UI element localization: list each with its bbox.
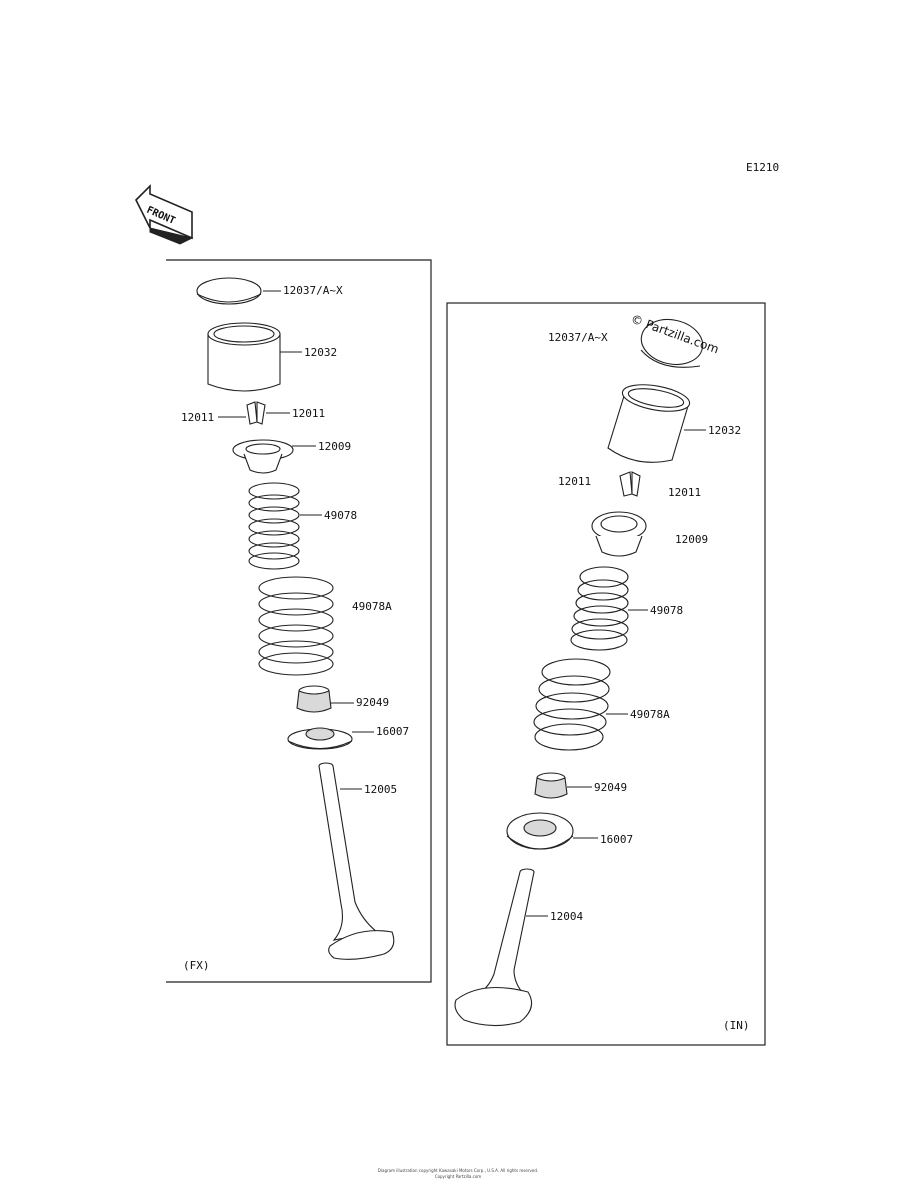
in-part-oil-seal-number: 92049	[594, 781, 627, 794]
in-part-valve-number: 12004	[550, 910, 583, 923]
in-intake-valve	[454, 868, 535, 1027]
diagram-code: E1210	[746, 161, 779, 174]
fx-valve-lifter	[207, 322, 281, 392]
in-valve-lifter	[607, 384, 691, 463]
fx-shim	[196, 277, 262, 305]
fx-oil-seal	[296, 685, 332, 713]
in-shim	[640, 318, 704, 368]
front-arrow-icon: FRONT	[135, 184, 194, 245]
fx-spring-seat	[287, 727, 353, 750]
in-part-retainer-number: 12009	[675, 533, 708, 546]
in-inner-spring	[570, 566, 629, 651]
fx-outer-spring	[258, 576, 334, 676]
footer-copyright-line-2: Copyright Partzilla.com	[435, 1174, 482, 1179]
in-valve-cotters	[619, 471, 641, 497]
fx-part-inner-spring-number: 49078	[324, 509, 357, 522]
group-fx-frame	[166, 259, 432, 983]
fx-part-oil-seal-number: 92049	[356, 696, 389, 709]
group-in: (IN) © Partzilla.com 12037/A~X 12032 120…	[446, 302, 766, 1046]
in-part-outer-spring-number: 49078A	[630, 708, 670, 721]
group-fx-variant: (FX)	[183, 959, 210, 972]
in-part-cotter-right-number: 12011	[668, 486, 701, 499]
in-oil-seal	[534, 772, 568, 799]
group-fx: (FX) 12037/A~X 12032 12011 12011	[166, 259, 432, 983]
fx-inner-spring	[248, 482, 300, 570]
fx-part-valve-number: 12005	[364, 783, 397, 796]
in-part-lifter-number: 12032	[708, 424, 741, 437]
in-spring-retainer	[591, 511, 647, 557]
group-in-variant: (IN)	[723, 1019, 750, 1032]
fx-exhaust-valve	[318, 762, 395, 960]
fx-valve-cotters	[246, 401, 266, 425]
footer-copyright-line-1: Diagram illustration copyright Kawasaki …	[378, 1168, 538, 1173]
in-part-shim-number: 12037/A~X	[548, 331, 608, 344]
group-in-frame	[446, 302, 766, 1046]
in-outer-spring	[533, 658, 611, 751]
fx-part-outer-spring-number: 49078A	[352, 600, 392, 613]
fx-part-lifter-number: 12032	[304, 346, 337, 359]
in-part-cotter-left-number: 12011	[558, 475, 591, 488]
in-spring-seat	[506, 812, 574, 850]
fx-part-cotter-right-number: 12011	[292, 407, 325, 420]
fx-spring-retainer	[232, 439, 294, 474]
fx-part-spring-seat-number: 16007	[376, 725, 409, 738]
fx-part-cotter-left-number: 12011	[181, 411, 214, 424]
fx-part-shim-number: 12037/A~X	[283, 284, 343, 297]
in-part-inner-spring-number: 49078	[650, 604, 683, 617]
in-part-spring-seat-number: 16007	[600, 833, 633, 846]
fx-part-retainer-number: 12009	[318, 440, 351, 453]
